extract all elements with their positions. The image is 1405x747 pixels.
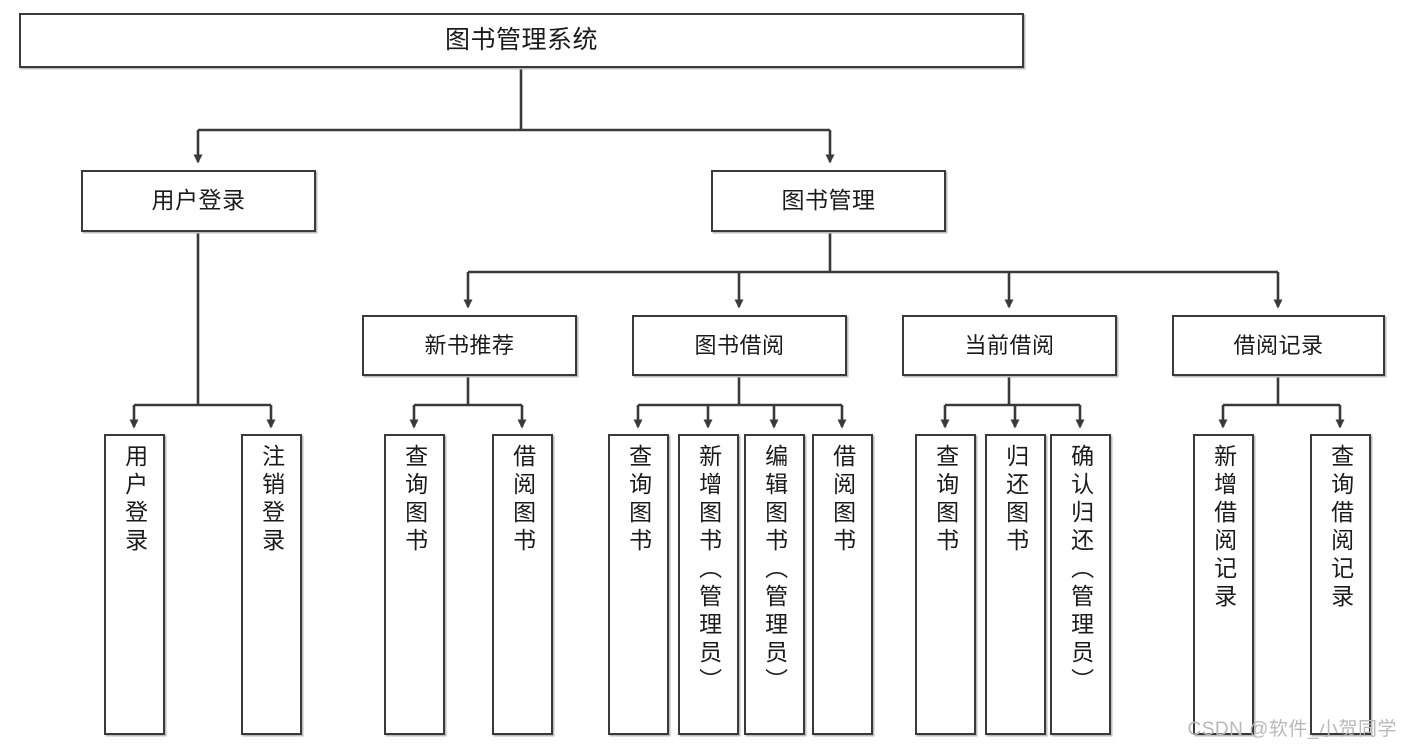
node-label: 借阅记录 <box>1233 332 1324 358</box>
node-label: 图书管理 <box>781 187 876 214</box>
node-label: 图书管理系统 <box>444 25 598 54</box>
node-user-login[interactable]: 用户登录 <box>81 170 316 232</box>
node-book-borrow[interactable]: 图书借阅 <box>632 315 847 376</box>
leaf-borrow-record-add[interactable]: 新增借阅记录 <box>1193 434 1254 735</box>
node-label: 借阅图书 <box>829 444 856 556</box>
leaf-book-borrow-borrow[interactable]: 借阅图书 <box>812 434 873 735</box>
leaf-book-borrow-query[interactable]: 查询图书 <box>608 434 669 735</box>
leaf-book-borrow-add[interactable]: 新增图书（管理员） <box>678 434 739 735</box>
node-label: 编辑图书（管理员） <box>761 444 788 696</box>
node-label: 查询借阅记录 <box>1327 444 1354 612</box>
node-label: 图书借阅 <box>694 332 785 358</box>
node-label: 新增图书（管理员） <box>695 444 722 696</box>
leaf-user-login-login[interactable]: 用户登录 <box>104 434 165 735</box>
leaf-current-borrow-confirm-return[interactable]: 确认归还（管理员） <box>1050 434 1111 735</box>
node-label: 注销登录 <box>258 444 285 556</box>
node-label: 用户登录 <box>121 444 148 556</box>
node-label: 用户登录 <box>151 187 246 214</box>
leaf-user-login-logout[interactable]: 注销登录 <box>241 434 302 735</box>
leaf-book-borrow-edit[interactable]: 编辑图书（管理员） <box>744 434 805 735</box>
node-borrow-record[interactable]: 借阅记录 <box>1172 315 1385 376</box>
node-label: 借阅图书 <box>509 444 536 556</box>
node-new-book-recommend[interactable]: 新书推荐 <box>362 315 577 376</box>
node-label: 确认归还（管理员） <box>1067 444 1094 696</box>
node-label: 新增借阅记录 <box>1210 444 1237 612</box>
node-current-borrow[interactable]: 当前借阅 <box>902 315 1117 376</box>
leaf-new-book-query[interactable]: 查询图书 <box>384 434 445 735</box>
watermark-text: CSDN @软件_小贺同学 <box>1187 719 1397 740</box>
node-label: 当前借阅 <box>964 332 1055 358</box>
leaf-borrow-record-query[interactable]: 查询借阅记录 <box>1310 434 1371 735</box>
node-label: 查询图书 <box>401 444 428 556</box>
leaf-current-borrow-query[interactable]: 查询图书 <box>915 434 976 735</box>
node-label: 查询图书 <box>625 444 652 556</box>
node-book-management[interactable]: 图书管理 <box>711 170 946 232</box>
leaf-current-borrow-return[interactable]: 归还图书 <box>985 434 1046 735</box>
node-root-book-management-system[interactable]: 图书管理系统 <box>19 13 1024 68</box>
node-label: 查询图书 <box>932 444 959 556</box>
leaf-new-book-borrow[interactable]: 借阅图书 <box>492 434 553 735</box>
node-label: 归还图书 <box>1002 444 1029 556</box>
node-label: 新书推荐 <box>424 332 515 358</box>
